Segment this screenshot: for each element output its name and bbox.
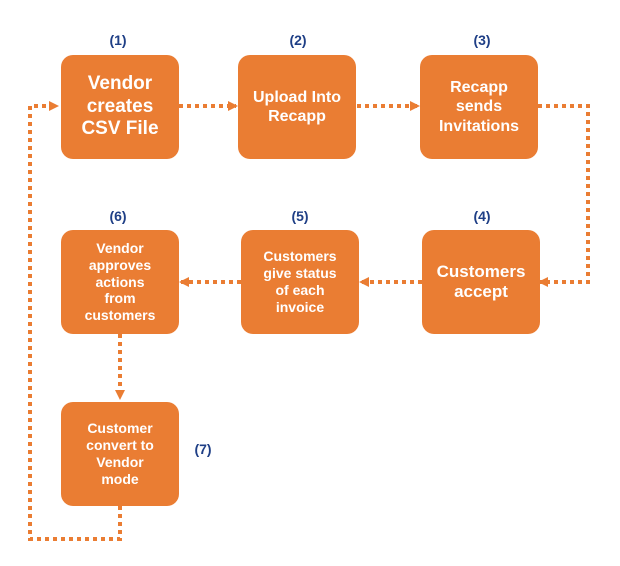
step-number-7: (7) [194, 441, 212, 457]
step-number-3: (3) [473, 32, 491, 48]
step-label-7: Customer convert to Vendor mode [86, 420, 154, 487]
step-number-2: (2) [289, 32, 307, 48]
step-number-1: (1) [109, 32, 127, 48]
step-box-5: Customers give status of each invoice [241, 230, 359, 334]
step-box-3: Recapp sends Invitations [420, 55, 538, 159]
arrow-7-to-1 [28, 101, 122, 541]
step-box-1: Vendor creates CSV File [61, 55, 179, 159]
step-label-2: Upload Into Recapp [253, 88, 341, 125]
step-label-6: Vendor approves actions from customers [84, 240, 156, 324]
step-number-5: (5) [291, 208, 309, 224]
step-box-7: Customer convert to Vendor mode [61, 402, 179, 506]
step-label-3: Recapp sends Invitations [438, 79, 519, 135]
step-box-2: Upload Into Recapp [238, 55, 356, 159]
step-label-1: Vendor creates CSV File [81, 72, 159, 140]
step-label-4: Customers accept [436, 261, 526, 301]
step-number-6: (6) [109, 208, 127, 224]
step-label-5: Customers give status of each invoice [263, 248, 337, 315]
step-box-4: Customers accept [422, 230, 540, 334]
step-number-4: (4) [473, 208, 491, 224]
step-box-6: Vendor approves actions from customers [61, 230, 179, 334]
arrow-3-to-4 [538, 104, 590, 287]
